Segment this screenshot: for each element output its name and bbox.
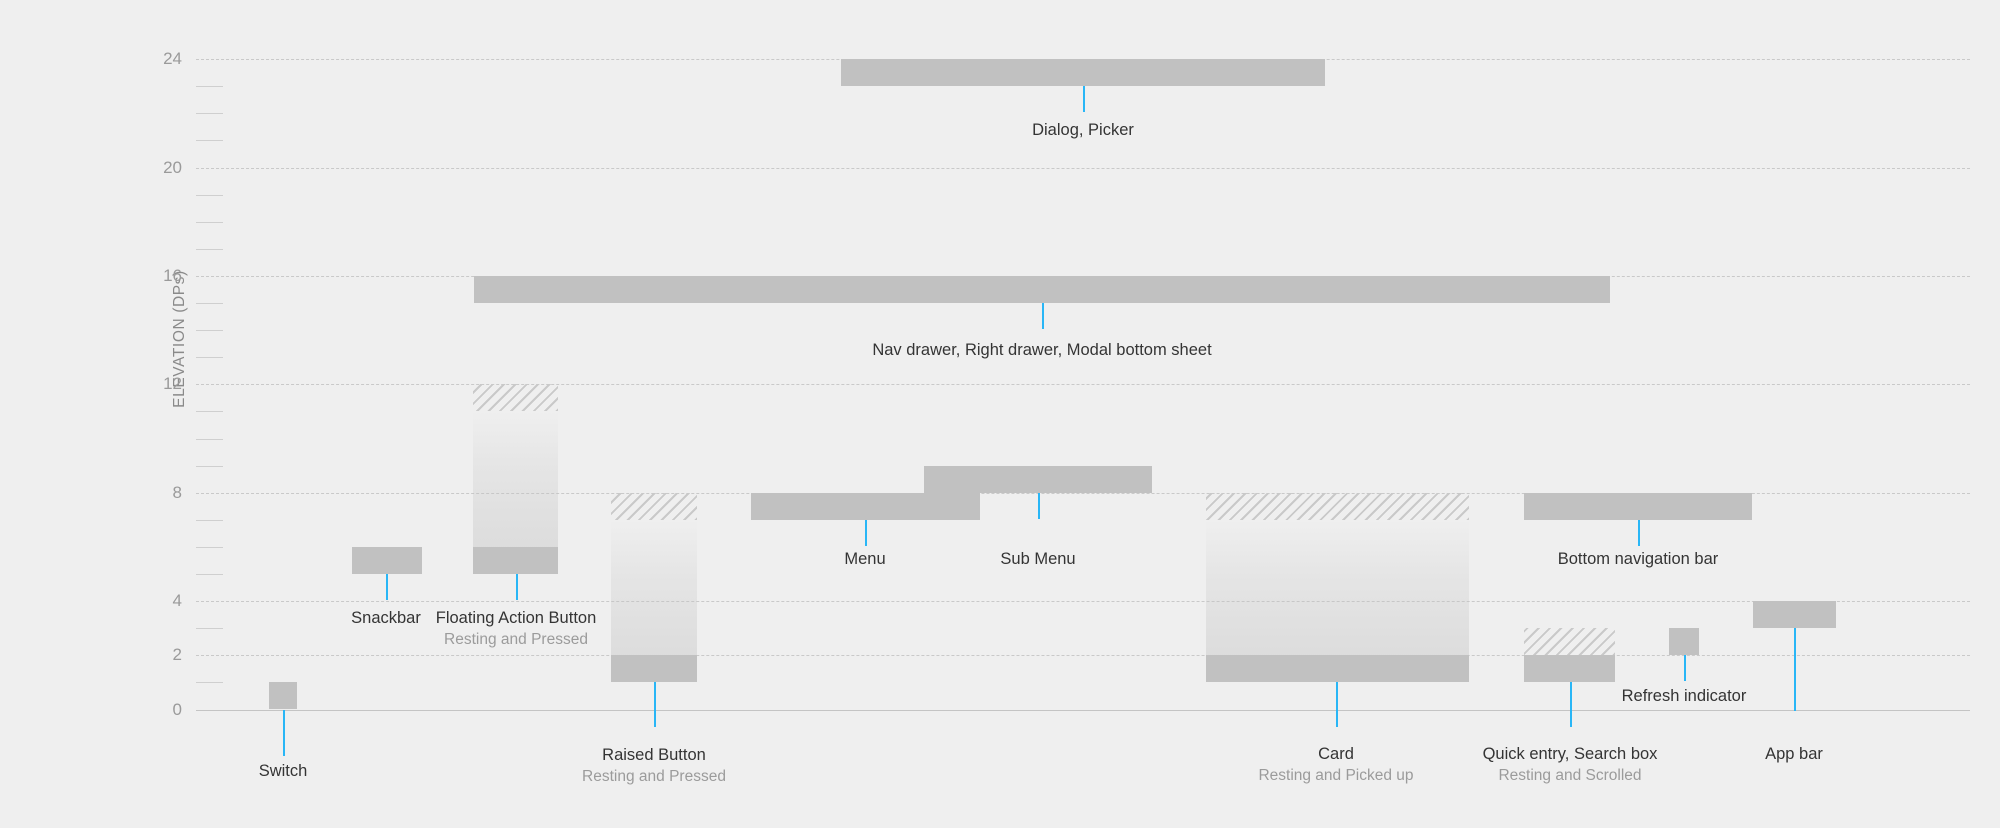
callout-label: Quick entry, Search box [1482, 745, 1658, 763]
gridline-8 [196, 492, 1970, 494]
y-minor-tick-13 [196, 357, 223, 359]
leader-line-12 [1794, 628, 1796, 712]
bar-5 [924, 465, 1152, 493]
y-tick-label-12: 12 [163, 374, 182, 394]
callout-sublabel: Resting and Picked up [1258, 767, 1414, 784]
bar-6 [841, 59, 1325, 87]
y-minor-tick-17 [196, 248, 223, 250]
bar-4 [751, 492, 980, 520]
callout-sublabel: Resting and Scrolled [1498, 767, 1642, 784]
leader-line-4 [865, 519, 867, 546]
callout-label: Floating Action Button [435, 609, 597, 627]
leader-line-8 [1336, 682, 1338, 728]
y-tick-label-24: 24 [163, 49, 182, 69]
y-minor-tick-21 [196, 140, 223, 142]
y-minor-tick-3 [196, 628, 223, 630]
callout-label: Sub Menu [1000, 550, 1076, 568]
leader-line-2 [516, 574, 518, 600]
callout-sublabel: Resting and Pressed [582, 768, 726, 785]
callout-label: Bottom navigation bar [1557, 550, 1719, 568]
bar-0 [269, 682, 297, 710]
callout-4: Menu [844, 549, 885, 570]
callout-label: Menu [844, 550, 886, 568]
y-tick-label-4: 4 [172, 591, 182, 611]
leader-line-0 [283, 709, 285, 756]
leader-line-5 [1038, 492, 1040, 519]
bar-11 [1669, 628, 1699, 656]
y-tick-label-0: 0 [172, 699, 182, 719]
callout-label: Card [1318, 745, 1354, 763]
y-minor-tick-10 [196, 438, 223, 440]
bar-hatch-3 [611, 492, 697, 520]
gridline-12 [196, 384, 1970, 386]
callout-label: Switch [258, 762, 308, 780]
y-tick-label-20: 20 [163, 157, 182, 177]
y-minor-tick-22 [196, 113, 223, 115]
bar-3 [611, 655, 697, 683]
bar-7 [474, 275, 1610, 303]
y-minor-tick-5 [196, 574, 223, 575]
bar-hatch-2 [473, 384, 558, 412]
gridline-20 [196, 167, 1970, 169]
bar-12 [1753, 601, 1836, 629]
y-minor-tick-7 [196, 519, 223, 521]
callout-1: Snackbar [351, 608, 421, 629]
bar-fade-2 [473, 411, 558, 547]
y-minor-tick-15 [196, 303, 223, 304]
leader-line-6 [1083, 86, 1085, 113]
callout-label: Nav drawer, Right drawer, Modal bottom s… [872, 341, 1212, 359]
callout-label: Refresh indicator [1621, 687, 1747, 705]
gridline-4 [196, 601, 1970, 603]
bar-hatch-8 [1206, 492, 1469, 520]
y-axis-title: ELEVATION (DPs) [171, 270, 188, 408]
leader-line-1 [386, 574, 388, 600]
y-minor-tick-14 [196, 330, 223, 332]
leader-line-9 [1638, 519, 1640, 546]
y-tick-label-16: 16 [163, 265, 182, 285]
y-tick-label-8: 8 [172, 482, 182, 502]
y-minor-tick-19 [196, 194, 223, 196]
leader-line-3 [654, 682, 656, 728]
bar-2 [473, 546, 558, 574]
callout-label: Snackbar [351, 609, 421, 627]
callout-0: Switch [259, 761, 308, 782]
leader-line-10 [1570, 682, 1572, 728]
bar-hatch-10 [1524, 628, 1615, 656]
y-minor-tick-6 [196, 546, 223, 548]
callout-5: Sub Menu [1000, 549, 1075, 570]
bar-fade-3 [611, 519, 697, 656]
bar-1 [352, 546, 422, 574]
y-minor-tick-18 [196, 221, 223, 223]
callout-11: Refresh indicator [1622, 686, 1747, 707]
y-minor-tick-23 [196, 86, 223, 88]
callout-label: App bar [1765, 745, 1823, 763]
y-minor-tick-11 [196, 411, 223, 413]
y-minor-tick-1 [196, 682, 223, 684]
bar-9 [1524, 492, 1752, 520]
gridline-2 [196, 655, 1970, 657]
leader-line-11 [1684, 655, 1686, 682]
callout-9: Bottom navigation bar [1558, 549, 1719, 570]
bar-10 [1524, 655, 1615, 683]
callout-12: App bar [1765, 744, 1823, 765]
y-minor-tick-9 [196, 465, 223, 467]
callout-6: Dialog, Picker [1032, 120, 1134, 141]
callout-7: Nav drawer, Right drawer, Modal bottom s… [872, 340, 1211, 361]
callout-label: Raised Button [602, 746, 706, 764]
leader-line-7 [1042, 303, 1044, 329]
callout-sublabel: Resting and Pressed [444, 631, 588, 648]
y-tick-label-2: 2 [172, 645, 182, 665]
bar-8 [1206, 655, 1469, 683]
axis-baseline [196, 709, 1970, 711]
bar-fade-8 [1206, 519, 1469, 656]
callout-label: Dialog, Picker [1032, 121, 1134, 139]
